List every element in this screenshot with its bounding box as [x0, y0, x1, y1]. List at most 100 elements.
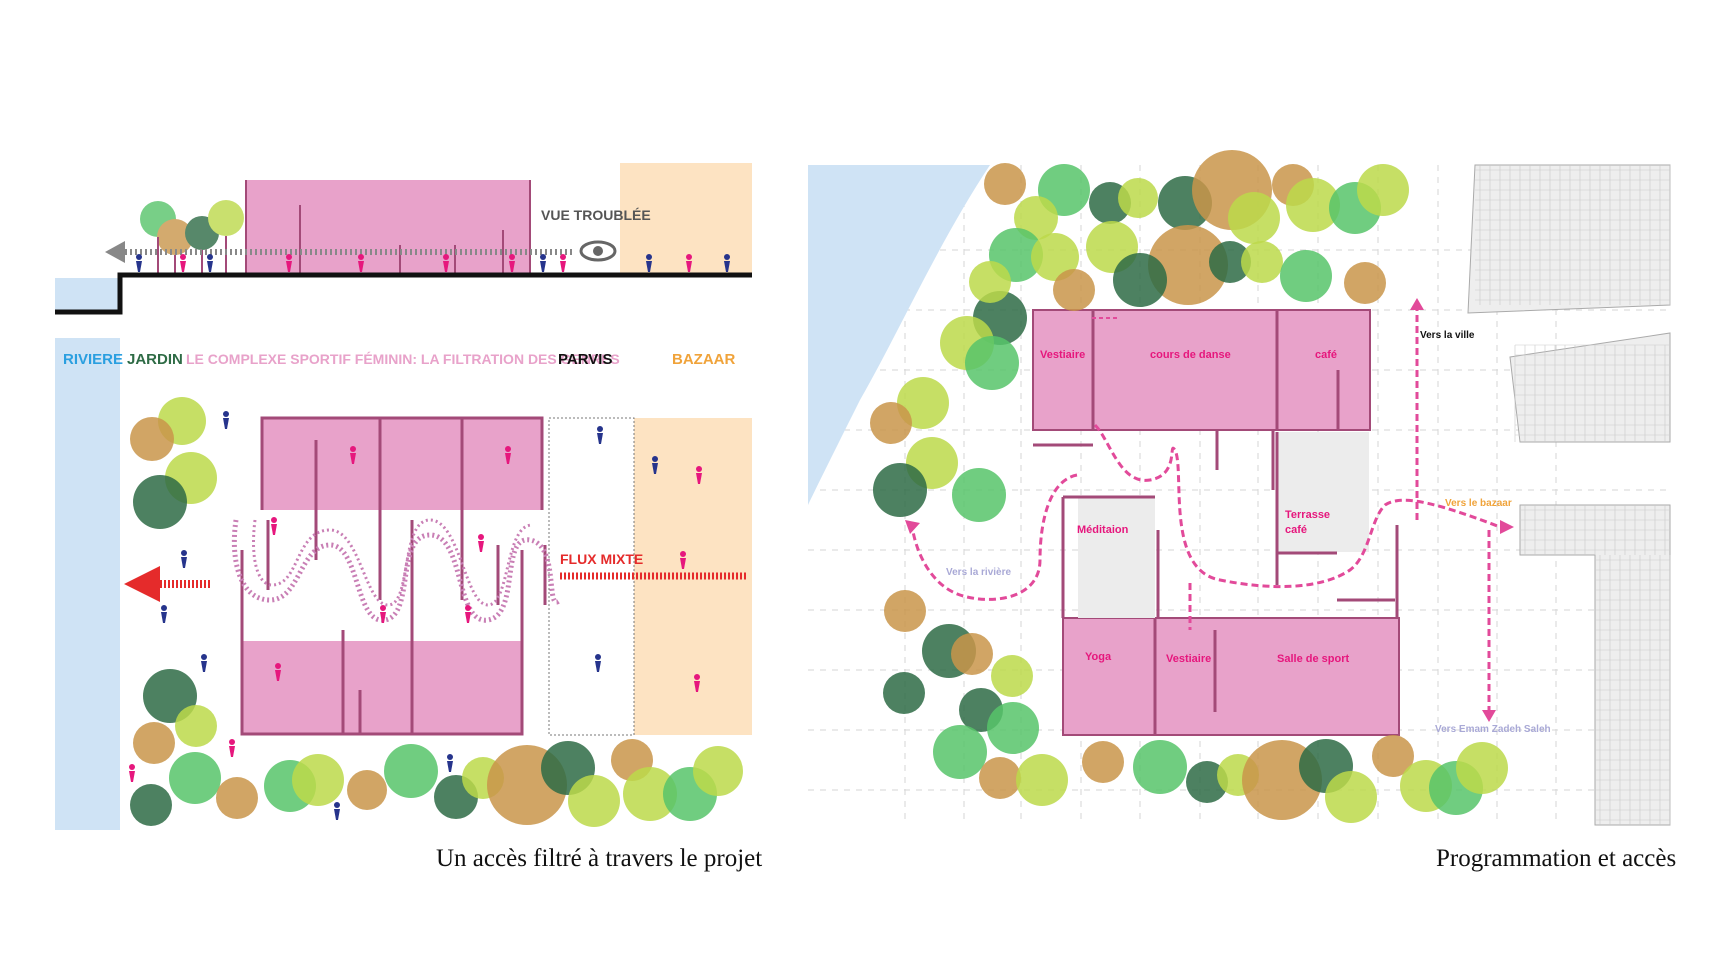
section-ground	[55, 272, 752, 315]
right-caption: Programmation et accès	[1436, 845, 1677, 872]
plan-trees	[130, 397, 743, 827]
person-icon	[680, 551, 686, 569]
plan-bottom-block	[242, 641, 522, 734]
section-bazaar	[620, 163, 752, 273]
tree-icon	[347, 770, 387, 810]
tree-icon	[1357, 164, 1409, 216]
person-icon	[505, 446, 511, 464]
room-label-salle-de-sport: Salle de sport	[1277, 653, 1349, 665]
tree-icon	[952, 468, 1006, 522]
zone-parvis-label: PARVIS	[558, 351, 612, 368]
person-icon	[443, 254, 449, 272]
plan-river	[55, 338, 120, 830]
filtration-path-inner	[252, 518, 533, 607]
tree-icon	[1280, 250, 1332, 302]
plan-people	[129, 411, 702, 820]
room-label-vestiaire-bottom: Vestiaire	[1166, 653, 1211, 665]
person-icon	[136, 254, 142, 272]
city-arrow-icon	[1410, 298, 1424, 310]
room-label-yoga: Yoga	[1085, 651, 1112, 663]
tree-icon	[969, 261, 1011, 303]
tree-icon	[292, 754, 344, 806]
person-icon	[350, 446, 356, 464]
person-icon	[465, 605, 471, 623]
tree-icon	[979, 757, 1021, 799]
person-icon	[380, 605, 386, 623]
tree-icon	[1228, 192, 1280, 244]
person-icon	[180, 254, 186, 272]
zone-riviere-label: RIVIERE	[63, 351, 123, 368]
room-label-cours-de-danse: cours de danse	[1150, 349, 1231, 361]
room-label-vestiaire-top: Vestiaire	[1040, 349, 1085, 361]
tree-icon	[1016, 754, 1068, 806]
tree-icon	[1209, 241, 1251, 283]
label-vers-emam: Vers Emam Zadeh Saleh	[1435, 724, 1551, 735]
right-plan: Vestiaire cours de danse café Méditaion …	[808, 150, 1671, 826]
city-hatch	[1475, 165, 1671, 825]
person-icon	[540, 254, 546, 272]
tree-icon	[568, 775, 620, 827]
flux-mixte-label: FLUX MIXTE	[560, 551, 643, 567]
tree-icon	[384, 744, 438, 798]
tree-icon	[1133, 740, 1187, 794]
person-icon	[509, 254, 515, 272]
person-icon	[207, 254, 213, 272]
room-label-terrasse-cafe: café	[1285, 524, 1307, 536]
filtration-path	[231, 519, 562, 623]
zone-jardin-label: JARDIN	[127, 351, 183, 368]
tree-icon	[1113, 253, 1167, 307]
tree-icon	[130, 784, 172, 826]
section-trees	[140, 200, 244, 255]
label-vers-le-bazaar: Vers le bazaar	[1445, 498, 1512, 509]
plan-parvis	[548, 417, 635, 736]
person-icon	[129, 764, 135, 782]
room-label-terrasse: Terrasse	[1285, 509, 1330, 521]
path-to-river	[910, 473, 1078, 601]
section-people	[136, 254, 730, 272]
tree-icon	[884, 590, 926, 632]
left-caption: Un accès filtré à travers le projet	[436, 845, 763, 872]
tree-icon	[1053, 269, 1095, 311]
tree-icon	[1372, 735, 1414, 777]
person-icon	[181, 550, 187, 568]
tree-icon	[1344, 262, 1386, 304]
tree-icon	[216, 777, 258, 819]
person-icon	[358, 254, 364, 272]
tree-icon	[951, 633, 993, 675]
room-meditation	[1078, 497, 1155, 618]
zone-complexe-label: LE COMPLEXE SPORTIF FÉMININ: LA FILTRATI…	[186, 351, 620, 367]
room-label-meditation: Méditaion	[1077, 524, 1129, 536]
right-river	[808, 165, 990, 505]
tree-icon	[175, 705, 217, 747]
river-arrow-icon	[905, 520, 920, 534]
person-icon	[696, 466, 702, 484]
person-icon	[478, 534, 484, 552]
tree-icon	[873, 463, 927, 517]
section-building	[246, 180, 530, 273]
tree-icon	[693, 746, 743, 796]
zone-bazaar-label: BAZAAR	[672, 351, 735, 368]
tree-icon	[133, 722, 175, 764]
tree-icon	[1148, 225, 1228, 305]
bazaar-arrow-icon	[1500, 520, 1514, 534]
tree-icon	[991, 655, 1033, 697]
person-icon	[223, 411, 229, 429]
room-terrasse	[1277, 432, 1369, 552]
emam-arrow-icon	[1482, 710, 1496, 722]
person-icon	[201, 654, 207, 672]
eye-icon	[579, 240, 617, 262]
person-icon	[597, 426, 603, 444]
room-block-top	[1032, 309, 1371, 431]
label-vers-la-riviere: Vers la rivière	[946, 567, 1011, 578]
person-icon	[724, 254, 730, 272]
person-icon	[286, 254, 292, 272]
person-icon	[652, 456, 658, 474]
plan-top-block	[262, 418, 542, 510]
person-icon	[447, 754, 453, 772]
person-icon	[161, 605, 167, 623]
tree-icon	[933, 725, 987, 779]
person-icon	[229, 739, 235, 757]
tree-icon	[1241, 241, 1283, 283]
tree-icon	[169, 752, 221, 804]
